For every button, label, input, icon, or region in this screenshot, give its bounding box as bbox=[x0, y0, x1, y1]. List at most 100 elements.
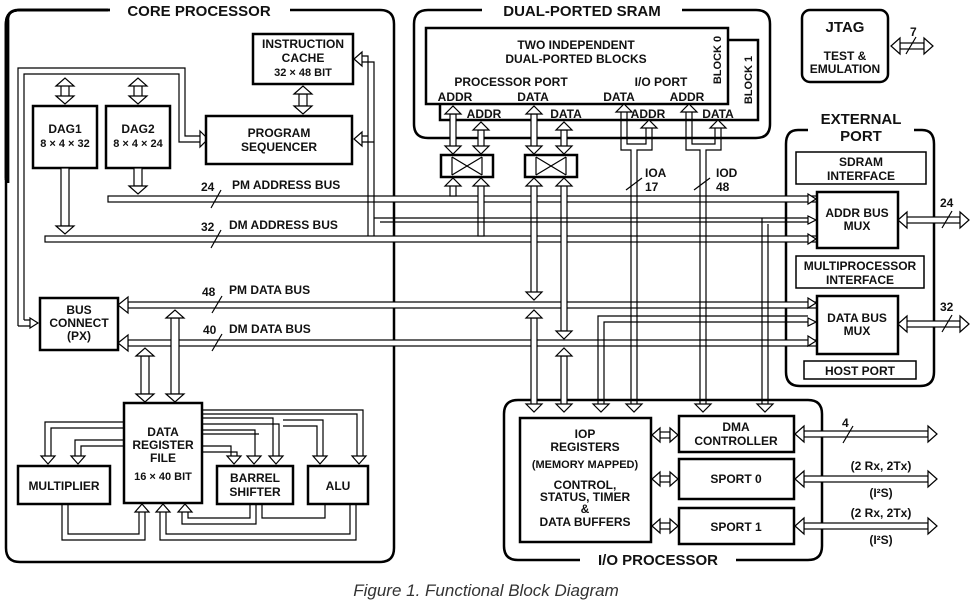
jtag-width: 7 bbox=[910, 25, 917, 39]
sram-label: TWO INDEPENDENT bbox=[517, 38, 635, 52]
iop-input-arrow bbox=[591, 403, 611, 413]
processor-port-label: PROCESSOR PORT bbox=[454, 75, 568, 89]
title-backing bbox=[123, 3, 275, 20]
register-file-label: REGISTER bbox=[132, 438, 194, 452]
program-sequencer-label: PROGRAM bbox=[248, 126, 311, 140]
block1-label: BLOCK 1 bbox=[743, 56, 755, 104]
barrel-shifter-label: BARREL bbox=[230, 471, 280, 485]
sport0-external-arrow: (2 Rx, 2Tx) (I²S) bbox=[794, 459, 938, 500]
sequencer-right-arrow bbox=[353, 130, 363, 148]
sport1-channels: (2 Rx, 2Tx) bbox=[851, 506, 912, 520]
sram-frame bbox=[412, 8, 772, 140]
iop-registers-label: DATA BUFFERS bbox=[539, 515, 630, 529]
dm-address-bus-label: DM ADDRESS BUS bbox=[229, 218, 338, 232]
title-backing bbox=[836, 128, 886, 145]
dag1-label: DAG1 bbox=[48, 122, 82, 136]
data-bus-mux-label: DATA BUS bbox=[827, 311, 887, 325]
sdram-label: INTERFACE bbox=[827, 169, 895, 183]
crossbar-switch-2 bbox=[523, 153, 579, 179]
core-frame bbox=[4, 8, 396, 564]
dma-input-arrow bbox=[755, 403, 775, 413]
sequencer-input-arrow bbox=[199, 129, 209, 149]
host-port-block: HOST PORT bbox=[803, 360, 917, 380]
dag1-block: DAG1 8 × 4 × 32 bbox=[31, 104, 99, 170]
external-port-title-2: PORT bbox=[840, 128, 882, 145]
pm-address-bus-width: 24 bbox=[201, 180, 215, 194]
sdram-interface-block: SDRAM INTERFACE bbox=[795, 151, 927, 185]
multiprocessor-label: INTERFACE bbox=[826, 273, 894, 287]
sport0-label: SPORT 0 bbox=[710, 472, 762, 486]
sport1-external-arrow: (2 Rx, 2Tx) (I²S) bbox=[794, 506, 938, 547]
regfile-dm-arrow bbox=[134, 347, 156, 403]
iop-registers-label: & bbox=[581, 502, 590, 516]
register-file-label: FILE bbox=[150, 451, 176, 465]
addr-bus-mux-block: ADDR BUS MUX bbox=[815, 190, 900, 250]
bus-connect-block: BUS CONNECT (PX) bbox=[38, 296, 120, 352]
program-sequencer-block: PROGRAM SEQUENCER bbox=[204, 114, 354, 166]
barrel-shifter-label: SHIFTER bbox=[229, 485, 281, 499]
multiplier-label: MULTIPLIER bbox=[28, 479, 99, 493]
bus-connect-label: (PX) bbox=[67, 329, 91, 343]
iod-label: IOD bbox=[716, 166, 738, 180]
addr-bus-mux-label: ADDR BUS bbox=[825, 206, 888, 220]
dma-label: DMA bbox=[722, 420, 750, 434]
register-file-size: 16 × 40 BIT bbox=[134, 471, 192, 483]
cache-feed-inner bbox=[362, 61, 375, 236]
bus-connect-label: CONNECT bbox=[49, 316, 109, 330]
block0-addr-label: ADDR bbox=[438, 90, 473, 104]
jtag-block: JTAG TEST & EMULATION bbox=[800, 8, 890, 84]
block0-io-data-label: DATA bbox=[603, 90, 635, 104]
pm-data-bus-width: 48 bbox=[202, 285, 216, 299]
block1-data-label: DATA bbox=[550, 107, 582, 121]
dm-data-bus: 40 DM DATA BUS bbox=[117, 322, 819, 353]
pm-data-bus: 48 PM DATA BUS bbox=[117, 283, 819, 315]
dag2-size: 8 × 4 × 24 bbox=[113, 138, 163, 150]
dma-controller-block: DMA CONTROLLER bbox=[677, 414, 796, 454]
sram-port-arrows bbox=[443, 105, 574, 413]
iop-registers-label: STATUS, TIMER bbox=[540, 490, 631, 504]
ioa-label: IOA bbox=[645, 166, 667, 180]
io-processor-frame bbox=[502, 398, 824, 562]
dma-width: 4 bbox=[842, 416, 849, 430]
data-register-file-block: DATA REGISTER FILE 16 × 40 BIT bbox=[122, 401, 204, 505]
iop-registers-label: IOP bbox=[575, 427, 596, 441]
instruction-cache-size: 32 × 48 BIT bbox=[274, 67, 332, 79]
title-backing bbox=[593, 552, 723, 569]
crossbar-switch-1 bbox=[439, 153, 495, 179]
regfile-pm-arrow bbox=[164, 309, 186, 403]
external-port-frame bbox=[784, 128, 936, 388]
dag2-block: DAG2 8 × 4 × 24 bbox=[104, 104, 172, 170]
block1-io-data-label: DATA bbox=[702, 107, 734, 121]
title-backing bbox=[816, 111, 906, 128]
dm-address-bus-width: 32 bbox=[201, 220, 215, 234]
bus-connect-input-arrow bbox=[29, 316, 40, 330]
program-sequencer-label: SEQUENCER bbox=[241, 140, 317, 154]
sram-title: DUAL-PORTED SRAM bbox=[503, 3, 661, 20]
core-processor-title: CORE PROCESSOR bbox=[127, 3, 271, 20]
iod-width: 48 bbox=[716, 180, 730, 194]
title-backing bbox=[821, 19, 869, 36]
bus-connect-label: BUS bbox=[66, 303, 91, 317]
jtag-port-arrow: 7 bbox=[890, 25, 934, 56]
pm-address-bus: 24 PM ADDRESS BUS bbox=[107, 178, 819, 209]
cache-sequencer-arrow bbox=[292, 85, 314, 115]
dag1-top-arrow bbox=[54, 77, 76, 105]
iop-registers-label: REGISTERS bbox=[550, 440, 619, 454]
iop-registers-block: IOP REGISTERS (MEMORY MAPPED) CONTROL, S… bbox=[518, 416, 653, 544]
cache-input-arrow bbox=[353, 50, 363, 68]
data-bus-mux-block: DATA BUS MUX bbox=[815, 294, 900, 356]
io-processor-title: I/O PROCESSOR bbox=[598, 552, 718, 569]
bus-connect-feed bbox=[18, 319, 30, 327]
block0-label: BLOCK 0 bbox=[712, 36, 724, 84]
sport0-i2s: (I²S) bbox=[869, 486, 892, 500]
dm-data-bus-label: DM DATA BUS bbox=[229, 322, 311, 336]
title-backing bbox=[499, 3, 665, 20]
jtag-label: JTAG bbox=[826, 19, 865, 36]
dma-label: CONTROLLER bbox=[694, 434, 778, 448]
host-port-label: HOST PORT bbox=[825, 364, 896, 378]
jtag-label: EMULATION bbox=[810, 62, 880, 76]
iop-registers-label: (MEMORY MAPPED) bbox=[532, 459, 639, 471]
pm-data-bus-label: PM DATA BUS bbox=[229, 283, 310, 297]
instruction-cache-block: INSTRUCTION CACHE 32 × 48 BIT bbox=[251, 32, 355, 86]
ext-data-arrow: 32 bbox=[897, 300, 970, 334]
